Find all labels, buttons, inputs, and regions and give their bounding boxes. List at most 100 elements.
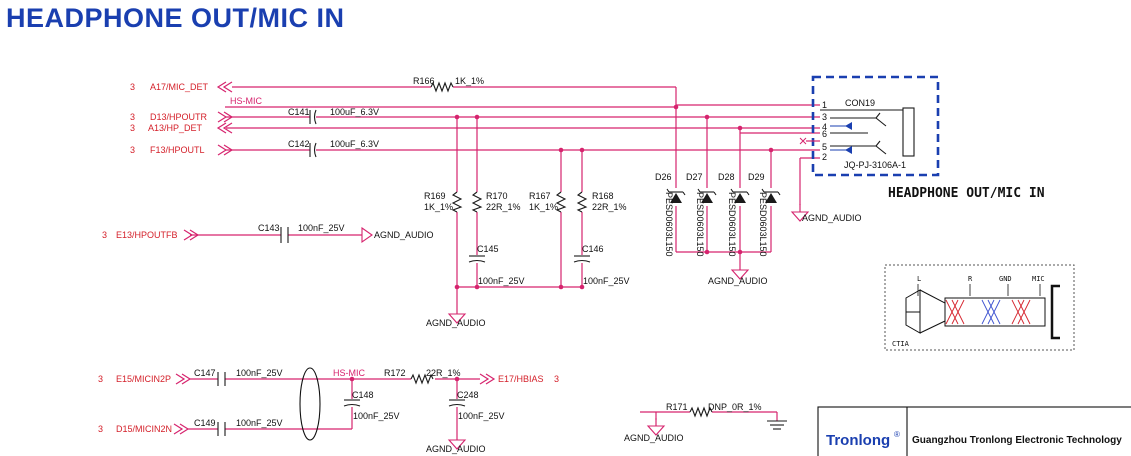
svg-text:C145: C145 <box>477 244 499 254</box>
agnd-symbol: AGND_AUDIO <box>426 305 486 328</box>
resistor-r171: R171 DNP_0R_1% AGND_AUDIO <box>624 402 787 443</box>
net-hs-mic: HS-MIC <box>230 96 262 106</box>
svg-text:JQ-PJ-3106A-1: JQ-PJ-3106A-1 <box>844 160 906 170</box>
svg-text:PESD0603L150: PESD0603L150 <box>695 192 705 257</box>
svg-text:100nF_25V: 100nF_25V <box>298 223 345 233</box>
svg-text:1K_1%: 1K_1% <box>424 202 453 212</box>
svg-text:R168: R168 <box>592 191 614 201</box>
port-hp-det: A13/HP_DET <box>148 123 203 133</box>
port-mic-det: A17/MIC_DET <box>150 82 209 92</box>
svg-text:MIC: MIC <box>1032 275 1045 283</box>
title-block: Tronlong ® Guangzhou Tronlong Electronic… <box>817 406 1131 456</box>
sheet-num: 3 <box>130 123 135 133</box>
net-hs-mic: HS-MIC <box>333 368 365 378</box>
svg-text:R169: R169 <box>424 191 446 201</box>
diode-d28: D28 PESD0603L150 <box>718 172 750 257</box>
capacitor-c146: C146 100nF_25V <box>573 244 630 286</box>
capacitor-c148: C148 100nF_25V <box>343 390 400 421</box>
diff-pair-marker <box>299 367 321 441</box>
diode-d29: D29 PESD0603L150 <box>748 172 781 257</box>
company-logo: Tronlong <box>826 432 890 449</box>
port-hbias: E17/HBIAS <box>498 374 544 384</box>
connector-con19: 1 3 4 6 5 2 CON19 JQ-PJ-3106A-1 HEADPHON… <box>799 75 1045 201</box>
svg-text:PESD0603L150: PESD0603L150 <box>664 192 674 257</box>
sheet-num: 3 <box>554 374 559 384</box>
svg-text:R170: R170 <box>486 191 508 201</box>
svg-text:AGND_AUDIO: AGND_AUDIO <box>426 318 486 328</box>
svg-text:CON19: CON19 <box>845 98 875 108</box>
svg-text:100nF_25V: 100nF_25V <box>236 418 283 428</box>
capacitor-c147: C147 100nF_25V <box>194 368 283 386</box>
port-hpoutfb: E13/HPOUTFB <box>116 230 178 240</box>
svg-text:100nF_25V: 100nF_25V <box>236 368 283 378</box>
svg-text:3: 3 <box>822 112 827 122</box>
sheet-num: 3 <box>130 82 135 92</box>
svg-text:L: L <box>917 275 921 283</box>
resistor-r169: R169 1K_1% <box>424 191 463 213</box>
svg-text:R: R <box>968 275 973 283</box>
svg-text:22R_1%: 22R_1% <box>592 202 627 212</box>
svg-text:D26: D26 <box>655 172 672 182</box>
agnd-symbol: AGND_AUDIO <box>426 431 486 454</box>
capacitor-c149: C149 100nF_25V <box>194 418 283 436</box>
sheet-num: 3 <box>98 424 103 434</box>
svg-text:22R_1%: 22R_1% <box>426 368 461 378</box>
svg-text:R167: R167 <box>529 191 551 201</box>
capacitor-c145: C145 100nF_25V <box>468 244 525 286</box>
sheet-num: 3 <box>130 145 135 155</box>
agnd-symbol: AGND_AUDIO <box>708 261 768 286</box>
svg-text:100nF_25V: 100nF_25V <box>353 411 400 421</box>
svg-text:C146: C146 <box>582 244 604 254</box>
svg-text:®: ® <box>894 430 900 439</box>
svg-text:100nF_25V: 100nF_25V <box>458 411 505 421</box>
company-name: Guangzhou Tronlong Electronic Technology <box>912 435 1122 446</box>
svg-text:1K_1%: 1K_1% <box>529 202 558 212</box>
svg-text:5: 5 <box>822 142 827 152</box>
svg-text:22R_1%: 22R_1% <box>486 202 521 212</box>
port-hpoutr: D13/HPOUTR <box>150 112 208 122</box>
svg-text:GND: GND <box>999 275 1012 283</box>
svg-text:PESD0603L150: PESD0603L150 <box>758 192 768 257</box>
svg-text:D28: D28 <box>718 172 735 182</box>
capacitor-c141: C141 100uF_6.3V <box>288 107 379 125</box>
svg-text:R171: R171 <box>666 402 688 412</box>
page-title: HEADPHONE OUT/MIC IN <box>6 3 345 33</box>
svg-text:C142: C142 <box>288 139 310 149</box>
svg-text:2: 2 <box>822 152 827 162</box>
svg-text:C143: C143 <box>258 223 280 233</box>
capacitor-c248: C248 100nF_25V <box>448 390 505 421</box>
junction-dots <box>454 104 774 290</box>
port-micin2p: E15/MICIN2P <box>116 374 171 384</box>
connector-caption: HEADPHONE OUT/MIC IN <box>888 186 1045 201</box>
svg-text:R172: R172 <box>384 368 406 378</box>
svg-text:1K_1%: 1K_1% <box>455 76 484 86</box>
svg-text:CTIA: CTIA <box>892 340 910 348</box>
svg-text:AGND_AUDIO: AGND_AUDIO <box>708 276 768 286</box>
svg-text:R166: R166 <box>413 76 435 86</box>
svg-text:C248: C248 <box>457 390 479 400</box>
svg-text:100uF_6.3V: 100uF_6.3V <box>330 139 379 149</box>
capacitor-c143: C143 100nF_25V AGND_AUDIO <box>258 223 434 244</box>
resistor-r168: R168 22R_1% <box>576 191 627 213</box>
resistor-r170: R170 22R_1% <box>471 191 521 213</box>
agnd-symbol: AGND_AUDIO <box>791 203 862 223</box>
sheet-num: 3 <box>102 230 107 240</box>
svg-text:C141: C141 <box>288 107 310 117</box>
svg-text:D27: D27 <box>686 172 703 182</box>
sheet-num: 3 <box>130 112 135 122</box>
svg-text:AGND_AUDIO: AGND_AUDIO <box>802 213 862 223</box>
svg-text:100nF_25V: 100nF_25V <box>478 276 525 286</box>
svg-text:C147: C147 <box>194 368 216 378</box>
resistor-r167: R167 1K_1% <box>529 191 567 213</box>
svg-text:AGND_AUDIO: AGND_AUDIO <box>374 230 434 240</box>
svg-text:AGND_AUDIO: AGND_AUDIO <box>624 433 684 443</box>
diode-d26: D26 PESD0603L150 <box>655 172 686 257</box>
diode-d27: D27 PESD0603L150 <box>686 172 717 257</box>
svg-text:100uF_6.3V: 100uF_6.3V <box>330 107 379 117</box>
svg-text:100nF_25V: 100nF_25V <box>583 276 630 286</box>
svg-text:1: 1 <box>822 100 827 110</box>
svg-text:C149: C149 <box>194 418 216 428</box>
svg-text:4: 4 <box>822 122 827 132</box>
capacitor-c142: C142 100uF_6.3V <box>288 139 379 158</box>
